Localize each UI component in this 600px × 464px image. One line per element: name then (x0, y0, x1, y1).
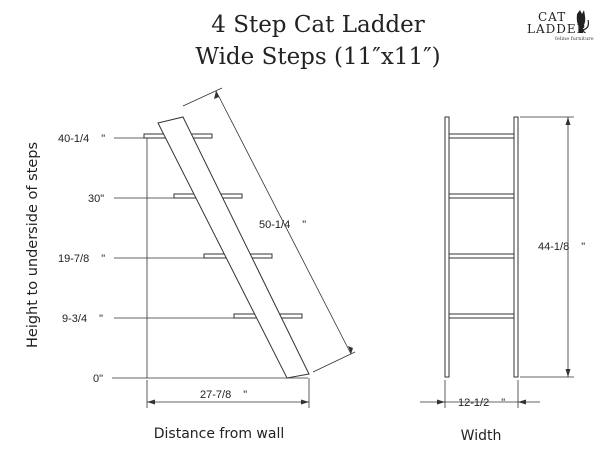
rail-length-dimension (215, 90, 352, 355)
logo-text-bottom: LADDER (527, 22, 587, 36)
front-height-arrow-top (565, 117, 571, 125)
title-line-2: Wide Steps (11″x11″) (195, 44, 440, 70)
front-step-4 (448, 313, 515, 319)
front-width-label: 12-1/2 " (458, 397, 505, 409)
height-label-4: 9-3/4 " (62, 313, 103, 325)
cat-silhouette-icon (576, 10, 590, 33)
depth-arrow-left (147, 399, 155, 405)
height-value-3: 19-7/8 (58, 253, 89, 265)
front-step-2 (448, 193, 515, 199)
logo-tagline: feline furniture (555, 36, 594, 42)
logo-text-top: CAT (538, 10, 566, 24)
front-width-arrow-left (437, 399, 445, 405)
front-step-3 (448, 253, 515, 259)
height-label-5: 0" (93, 373, 103, 385)
height-inch-mark-4: " (99, 313, 103, 325)
depth-value: 27-7/8 (200, 389, 231, 401)
front-width-value: 12-1/2 (458, 397, 489, 409)
front-width-arrow-right (518, 399, 526, 405)
depth-arrow-right (301, 399, 309, 405)
depth-label: 27-7/8 " (200, 389, 247, 401)
height-inch-mark-3: " (101, 253, 105, 265)
height-inch-mark-1: " (101, 133, 105, 145)
rail-length-ext-bottom (312, 351, 356, 373)
front-height-inch-mark: " (581, 241, 585, 253)
side-rail (157, 116, 310, 379)
front-view-caption: Width (461, 428, 502, 444)
side-view-caption: Distance from wall (154, 426, 285, 442)
front-height-label: 44-1/8 " (538, 241, 585, 253)
front-view: 44-1/8 " 12-1/2 " Width (420, 116, 585, 444)
front-height-value: 44-1/8 (538, 241, 569, 253)
rail-length-value: 50-1/4 (259, 219, 290, 231)
front-rail-right (513, 116, 519, 378)
height-label-3: 19-7/8 " (58, 253, 105, 265)
cat-ladder-logo: CAT LADDER feline furniture (527, 10, 594, 42)
depth-inch-mark: " (243, 389, 247, 401)
height-label-1: 40-1/4 " (58, 133, 105, 145)
front-width-inch-mark: " (501, 397, 505, 409)
rail-length-inch-mark: " (302, 219, 306, 231)
rail-arrow-top (214, 91, 219, 99)
height-value-1: 40-1/4 (58, 133, 89, 145)
front-step-1 (448, 133, 515, 139)
front-height-arrow-bottom (565, 369, 571, 377)
height-value-4: 9-3/4 (62, 313, 87, 325)
height-label-2: 30" (88, 193, 104, 205)
title-line-1: 4 Step Cat Ladder (211, 12, 425, 38)
rail-length-ext-top (182, 87, 223, 107)
side-view: Height to underside of steps 50-1/4 " (25, 87, 356, 442)
y-axis-label: Height to underside of steps (25, 142, 41, 348)
rail-arrow-bottom (348, 346, 353, 354)
front-rail-left (444, 116, 450, 378)
rail-length-label: 50-1/4 " (259, 219, 306, 231)
